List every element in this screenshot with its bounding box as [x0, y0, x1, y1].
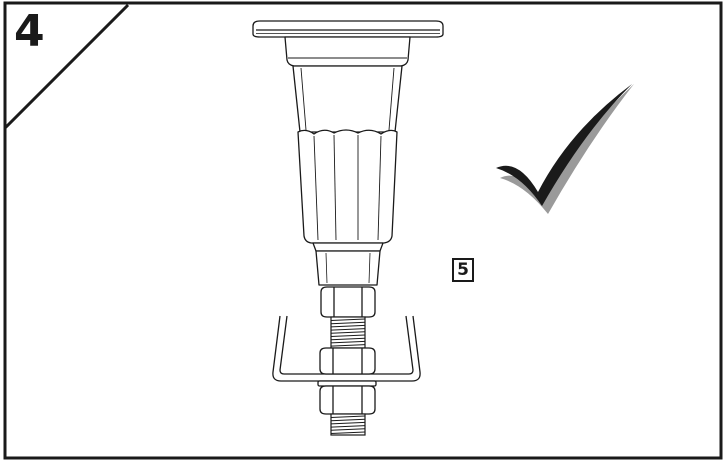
thread-ridge [330, 318, 366, 321]
mounting-plate [252, 20, 444, 38]
thread-ridge [330, 421, 366, 425]
thread-ridge [330, 334, 366, 337]
thread-ridge [330, 425, 366, 428]
foot-neck [312, 242, 384, 286]
checkmark-stroke [496, 84, 632, 206]
threaded-rod-upper [330, 316, 366, 349]
grip-sleeve [297, 129, 398, 244]
checkmark-icon [496, 84, 634, 214]
middle-hex-nut [319, 347, 376, 375]
thread-ridge [330, 331, 366, 334]
thread-ridge [330, 418, 366, 422]
bottom-nut-assembly [317, 380, 377, 415]
threaded-rod-lower [330, 413, 366, 436]
thread-ridge [330, 324, 366, 328]
frame-border [3, 1, 723, 460]
thread-ridge [330, 428, 366, 431]
step-corner-divider [3, 3, 130, 130]
callout-label: 5 [452, 258, 474, 282]
thread-ridge [330, 321, 366, 325]
foot-collar [284, 36, 411, 67]
thread-ridge [330, 431, 366, 434]
middle-nut-assembly [319, 347, 376, 375]
thread-ridge [330, 328, 366, 331]
thread-ridge [330, 337, 366, 341]
checkmark-shadow [500, 84, 634, 214]
thread-ridge [330, 344, 366, 347]
leveling-foot [252, 20, 444, 318]
top-hex-nut [320, 286, 376, 318]
thread-ridge [330, 340, 366, 344]
foot-body-upper [292, 65, 403, 133]
washer [317, 380, 377, 387]
bottom-hex-nut [319, 385, 376, 415]
step-number: 4 [14, 6, 45, 57]
thread-ridge [330, 415, 366, 418]
